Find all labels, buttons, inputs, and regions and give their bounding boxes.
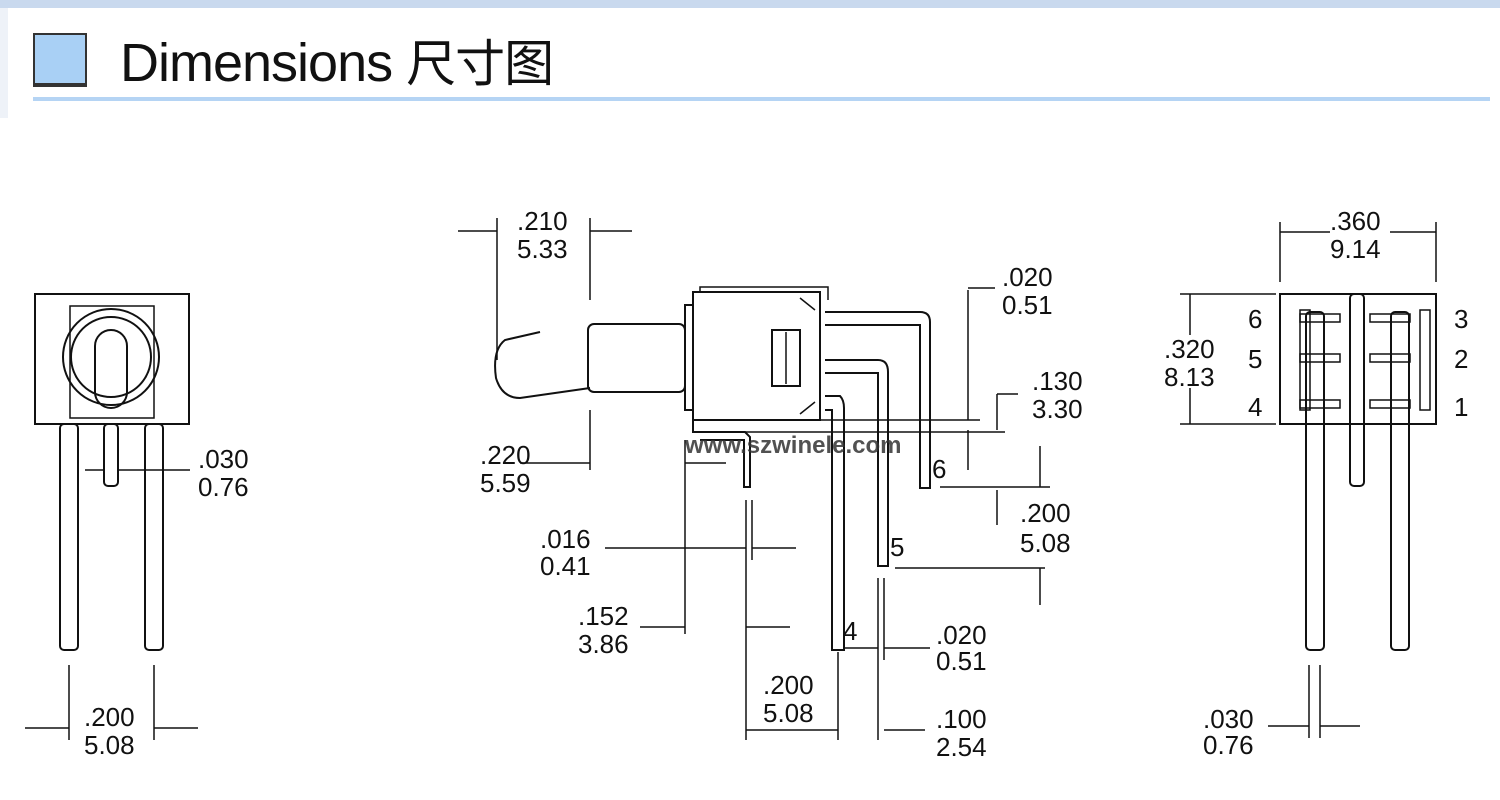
pin-spacing-a-mm: 5.08	[763, 698, 814, 728]
pin-width-top-inch: .020	[1002, 262, 1053, 292]
pin-6	[825, 311, 931, 489]
front-pin-width-inch: .030	[198, 444, 249, 474]
title-cn: 尺寸图	[406, 35, 554, 93]
pin-step-mm: 5.08	[1020, 528, 1071, 558]
rear-pin-label-1: 1	[1454, 392, 1468, 422]
rear-pin-center	[1349, 293, 1365, 487]
pin-step-inch: .200	[1020, 498, 1071, 528]
toggle-offset-inch: .210	[517, 206, 568, 236]
front-to-pin-mm: 3.86	[578, 629, 629, 659]
pin-thickness-inch: .016	[540, 524, 591, 554]
bushing-side	[587, 323, 686, 393]
pin-label-5: 5	[890, 532, 904, 562]
bushing-length-inch: .220	[480, 440, 531, 470]
rear-pin-width-mm: 0.76	[1203, 730, 1254, 760]
pin-thickness-mm: 0.41	[540, 551, 591, 581]
pin-5	[825, 359, 889, 567]
front-to-pin-inch: .152	[578, 601, 629, 631]
bushing-inner	[70, 316, 152, 398]
rear-view: .360 9.14 .320 8.13 6 5 4 3 2 1 .030 0.7…	[1164, 206, 1468, 760]
rear-pin-width-inch: .030	[1203, 704, 1254, 734]
title-underline	[33, 97, 1490, 101]
pin-label-6: 6	[932, 454, 946, 484]
bushing-outer	[62, 308, 160, 406]
flange	[684, 304, 694, 411]
rear-pin-label-3: 3	[1454, 304, 1468, 334]
rear-width-inch: .360	[1330, 206, 1381, 236]
pin-4	[825, 395, 845, 651]
bushing-length-mm: 5.59	[480, 468, 531, 498]
toggle-offset-mm: 5.33	[517, 234, 568, 264]
toggle-lever	[94, 329, 128, 409]
rear-pin-left	[1305, 311, 1325, 651]
title-square-icon	[33, 33, 87, 87]
side-view: .210 5.33 .220 5.59 .016 0.41 .152 3.86 …	[458, 206, 1083, 762]
pin-spacing-b-inch: .100	[936, 704, 987, 734]
slot	[771, 329, 801, 387]
pin-width-top-mm: 0.51	[1002, 290, 1053, 320]
rear-pin-label-6: 6	[1248, 304, 1262, 334]
front-pin-right	[144, 423, 164, 651]
housing-detail	[699, 286, 829, 415]
front-view: .030 0.76 .200 5.08	[25, 293, 249, 760]
standoff-mm: 3.30	[1032, 394, 1083, 424]
front-pin-pitch-inch: .200	[84, 702, 135, 732]
front-pin-width-mm: 0.76	[198, 472, 249, 502]
pin-width-bottom-mm: 0.51	[936, 646, 987, 676]
rear-pin-label-4: 4	[1248, 392, 1262, 422]
pin-width-bottom-inch: .020	[936, 620, 987, 650]
standoff-inch: .130	[1032, 366, 1083, 396]
watermark: www.szwinele.com	[684, 432, 902, 459]
rear-pin-right	[1390, 311, 1410, 651]
front-pin-center	[103, 423, 119, 487]
toggle-lever-side	[494, 331, 591, 400]
pin-spacing-a-inch: .200	[763, 670, 814, 700]
left-edge	[0, 8, 8, 118]
front-inner	[69, 305, 155, 419]
rear-width-mm: 9.14	[1330, 234, 1381, 264]
front-pin-pitch-mm: 5.08	[84, 730, 135, 760]
rear-pin-label-2: 2	[1454, 344, 1468, 374]
rear-pin-label-5: 5	[1248, 344, 1262, 374]
front-pin-left	[59, 423, 79, 651]
pin-spacing-b-mm: 2.54	[936, 732, 987, 762]
rear-height-mm: 8.13	[1164, 362, 1215, 392]
pin-label-4: 4	[843, 616, 857, 646]
rear-height-inch: .320	[1164, 334, 1215, 364]
top-strip	[0, 0, 1500, 8]
title-en: Dimensions	[120, 33, 393, 93]
